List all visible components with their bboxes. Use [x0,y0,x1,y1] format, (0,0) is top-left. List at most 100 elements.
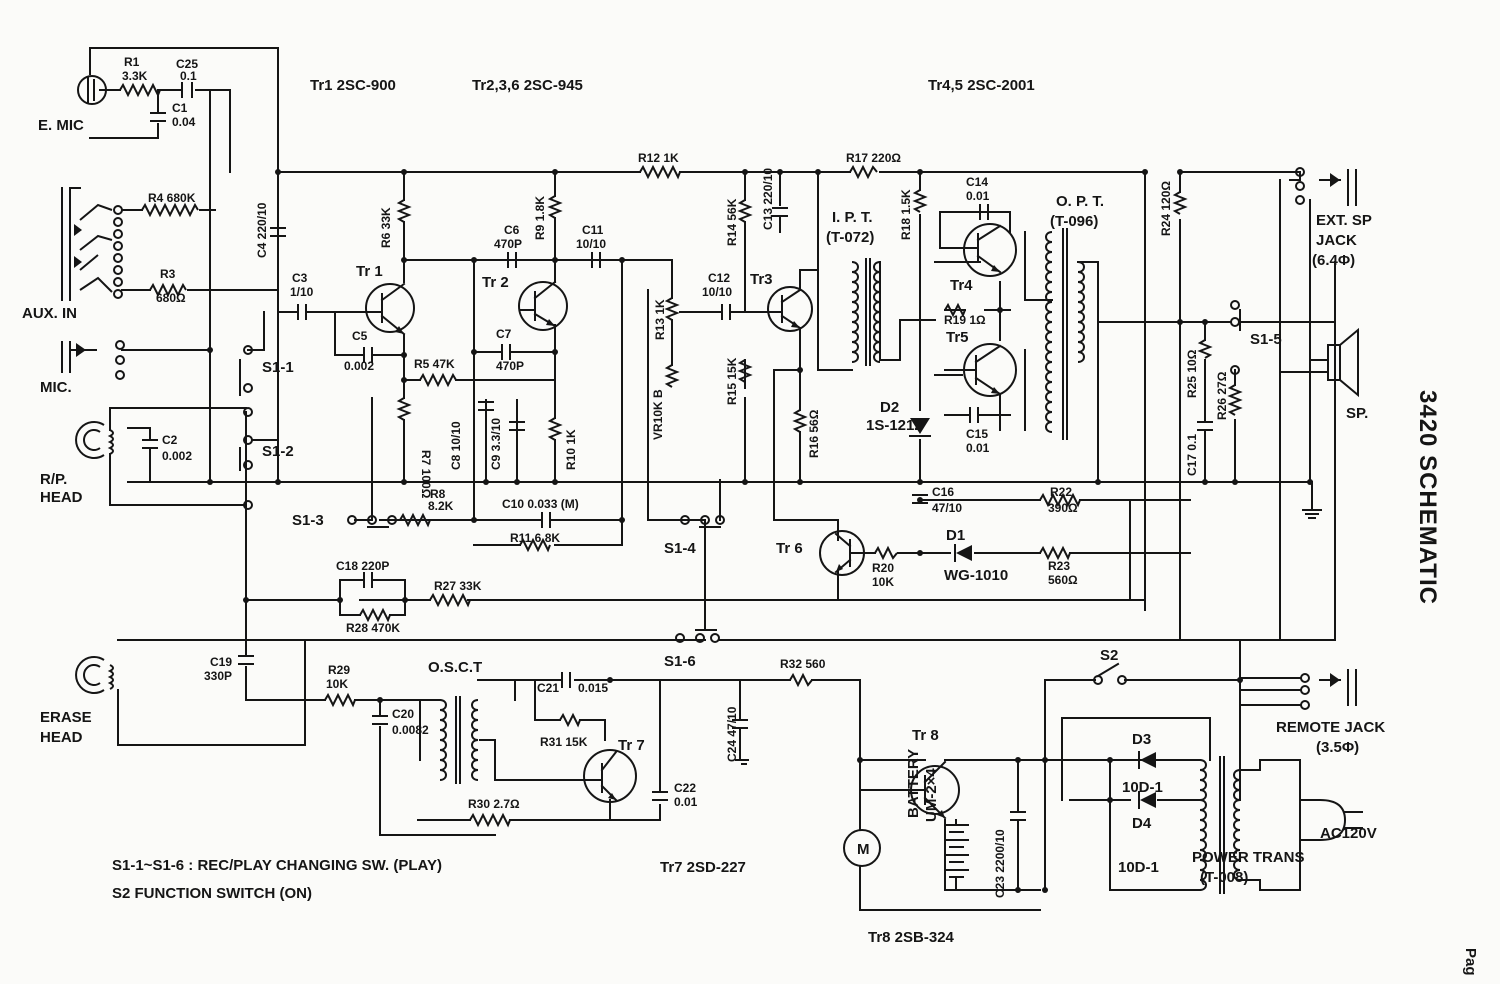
page-label: Pag [1462,948,1479,976]
label-s1-4: S1-4 [664,540,696,557]
resistor-r25 [1197,339,1213,359]
capacitor-c12 [721,304,731,320]
value-r8: 8.2K [428,499,454,513]
label-r12: R12 1K [638,151,679,165]
label-erase-1: ERASE [40,709,92,726]
capacitor-c13 [772,207,788,217]
label-s1-1: S1-1 [262,359,294,376]
diode-d1 [954,544,972,562]
value-r20: 10K [872,575,894,589]
label-r28: R28 470K [346,621,400,635]
aux-in-jack [61,187,123,301]
label-tr8: Tr 8 [912,727,939,744]
label-c17: C17 0.1 [1185,434,1199,476]
transistor-labels: Tr 1 Tr 2 Tr3 Tr4 Tr5 Tr 6 Tr 7 Tr 8 [356,263,973,754]
label-ipt-1: I. P. T. [832,209,873,226]
label-c13: C13 220/10 [761,168,775,230]
transformer-osct [439,696,479,784]
value-c25: 0.1 [180,69,197,83]
value-c6: 470P [494,237,522,251]
label-d2: D2 [880,399,899,416]
label-c25: C25 [176,57,198,71]
label-ipt-2: (T-072) [826,229,874,246]
label-c14: C14 [966,175,988,189]
capacitor-c9 [509,421,525,431]
label-c15: C15 [966,427,988,441]
switch-s1-2-symbol [239,435,279,510]
resistor-r3 [149,282,187,298]
resistor-r9 [547,195,563,219]
value-c15: 0.01 [966,441,990,455]
diodes [909,418,1156,809]
label-ac: AC120V [1320,825,1377,842]
transformer-labels: I. P. T. (T-072) O. P. T. (T-096) O.S.C.… [428,193,1104,676]
label-c21: C21 [537,681,559,695]
value-d1: WG-1010 [944,567,1008,584]
label-mic: MIC. [40,379,72,396]
resistor-vr [664,364,680,388]
capacitor-c17 [1197,421,1213,431]
capacitor-c5 [363,347,373,363]
label-s2: S2 [1100,647,1118,664]
label-tr4: Tr4 [950,277,973,294]
headings: Tr1 2SC-900 Tr2,3,6 2SC-945 Tr4,5 2SC-20… [112,77,1479,976]
label-c7: C7 [496,327,512,341]
value-d3: 10D-1 [1122,779,1163,796]
junction-dots [207,169,1313,893]
capacitor-c8 [478,401,494,411]
label-tr1: Tr 1 [356,263,383,280]
label-r25: R25 10Ω [1185,349,1199,398]
label-c3: C3 [292,271,308,285]
resistor-r27 [429,592,471,608]
label-c24: C24 47/10 [725,706,739,762]
capacitor-c24 [732,719,748,729]
label-r19: R19 1Ω [944,313,986,327]
diode-d2 [909,418,931,437]
resistor-r32 [789,672,813,688]
capacitors [127,82,1213,821]
rp-head-symbol [75,407,247,506]
label-c20: C20 [392,707,414,721]
label-tr7: Tr 7 [618,737,645,754]
label-r15: R15 15K [725,357,739,405]
speaker-symbol [1279,327,1359,398]
capacitor-c11 [591,252,601,268]
resistor-r23 [1039,545,1071,561]
resistor-r6 [396,199,412,223]
switch-s1-3-symbol [347,515,397,528]
label-battery-1: BATTERY [905,749,922,818]
label-sp: SP. [1346,405,1368,422]
switch-s1-6-symbol [675,629,720,643]
label-c12: C12 [708,271,730,285]
label-r26: R26 27Ω [1215,371,1229,420]
label-r17: R17 220Ω [846,151,901,165]
label-d3: D3 [1132,731,1151,748]
label-s1-5: S1-5 [1250,331,1282,348]
label-c4: C4 220/10 [255,202,269,258]
value-c12: 10/10 [702,285,732,299]
capacitor-c21 [561,672,571,688]
label-c11: C11 [582,223,604,237]
resistor-r4 [141,202,199,218]
label-r16: R16 56Ω [807,409,821,458]
resistor-r8 [399,512,431,528]
label-r5: R5 47K [414,357,455,371]
diode-d4 [1138,791,1156,809]
transistor-tr7 [583,749,637,803]
label-auxin: AUX. IN [22,305,77,322]
resistor-r15 [737,359,753,383]
value-c16: 47/10 [932,501,962,515]
capacitor-c1 [150,112,166,122]
heading-tr1: Tr1 2SC-900 [310,77,396,94]
diode-d3 [1138,751,1156,769]
value-c1: 0.04 [172,115,196,129]
label-c2: C2 [162,433,178,447]
label-d1: D1 [946,527,965,544]
label-remote-2: (3.5Φ) [1316,739,1359,756]
ac-plug-symbol [1299,799,1363,841]
switch-s2-symbol [1093,662,1127,685]
resistor-r13 [664,297,680,321]
label-r22: R22 [1050,485,1072,499]
label-rphead-2: HEAD [40,489,83,506]
